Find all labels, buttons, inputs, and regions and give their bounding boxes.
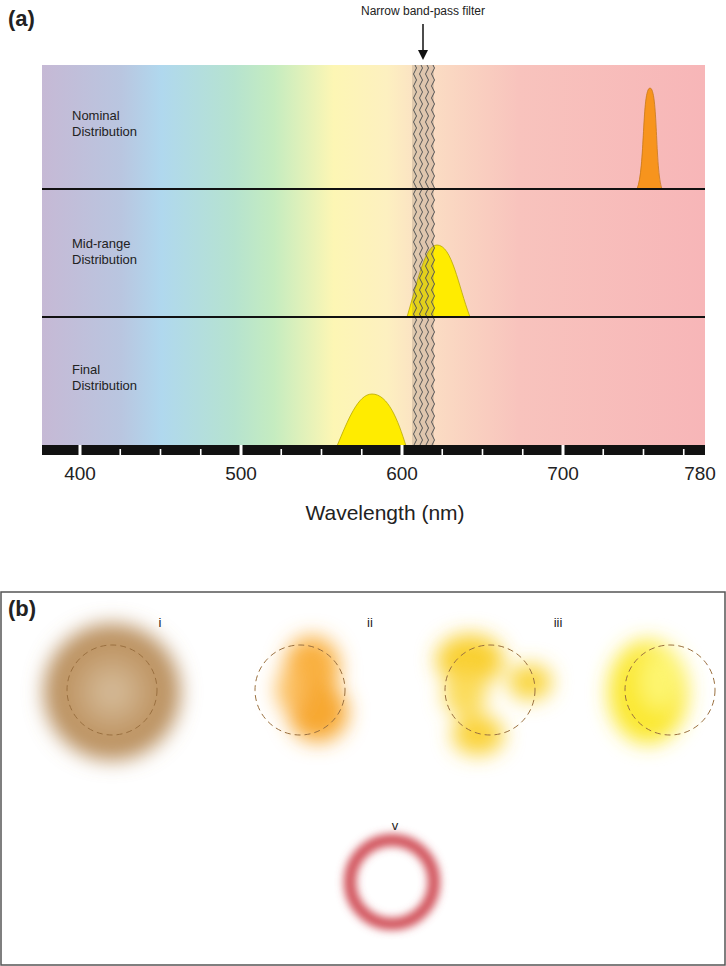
- row-divider: [42, 316, 705, 318]
- panel-label: (a): [8, 6, 35, 32]
- filter-wave: [432, 65, 435, 449]
- filter-wave: [426, 65, 429, 449]
- filter-waves: [414, 65, 435, 449]
- spectrum-panel: [42, 24, 705, 455]
- axis-number: 600: [386, 463, 418, 486]
- blob-i: [44, 624, 180, 760]
- ring-v: [350, 840, 434, 924]
- axis-tick: [160, 449, 162, 455]
- axis-tick: [562, 445, 565, 455]
- axis-bar: [42, 445, 705, 455]
- blob-ii: [276, 636, 348, 742]
- row-label: Final Distribution: [72, 362, 162, 393]
- axis-tick: [79, 445, 82, 455]
- dashed-outline: [625, 645, 715, 735]
- dashed-outline: [445, 645, 535, 735]
- dashed-outline: [67, 645, 157, 735]
- axis-number: 780: [684, 463, 716, 486]
- spectrum-ground: [42, 65, 705, 450]
- callout-number: v: [392, 818, 399, 834]
- axis-tick: [683, 449, 685, 455]
- axis-tick: [280, 449, 282, 455]
- row-divider: [42, 188, 705, 190]
- filter-band: [412, 65, 434, 445]
- axis-tick: [321, 449, 323, 455]
- axis-tick: [602, 449, 604, 455]
- filter-pointer-head: [418, 50, 428, 60]
- panel-frame: [1, 592, 725, 965]
- final-peak: [337, 394, 406, 446]
- axis-tick: [482, 449, 484, 455]
- blob-iv: [608, 640, 688, 744]
- blob-iii: [436, 634, 552, 755]
- axis-number: 700: [547, 463, 579, 486]
- axis-tick: [401, 445, 404, 455]
- axis-ticks: [79, 445, 685, 455]
- row-label: Nominal Distribution: [72, 108, 162, 139]
- panel-b: [1, 592, 725, 965]
- axis-tick: [643, 449, 645, 455]
- row-label: Mid-range Distribution: [72, 236, 162, 267]
- dashed-outline: [255, 645, 345, 735]
- callout-number: ii: [367, 615, 373, 631]
- axis-title: Wavelength (nm): [305, 500, 464, 525]
- axis-tick: [361, 449, 363, 455]
- nominal-peak: [637, 88, 662, 189]
- axis-tick: [119, 449, 121, 455]
- axis-number: 400: [64, 463, 96, 486]
- axis-tick: [522, 449, 524, 455]
- filter-label: Narrow band-pass filter: [361, 4, 485, 18]
- callout-number: iii: [554, 615, 563, 631]
- axis-number: 500: [225, 463, 257, 486]
- axis-tick: [441, 449, 443, 455]
- filter-wave: [414, 65, 417, 449]
- axis-tick: [200, 449, 202, 455]
- callout-number: i: [159, 615, 162, 631]
- filter-wave: [420, 65, 423, 449]
- axis-tick: [240, 445, 243, 455]
- panel-label: (b): [8, 596, 36, 622]
